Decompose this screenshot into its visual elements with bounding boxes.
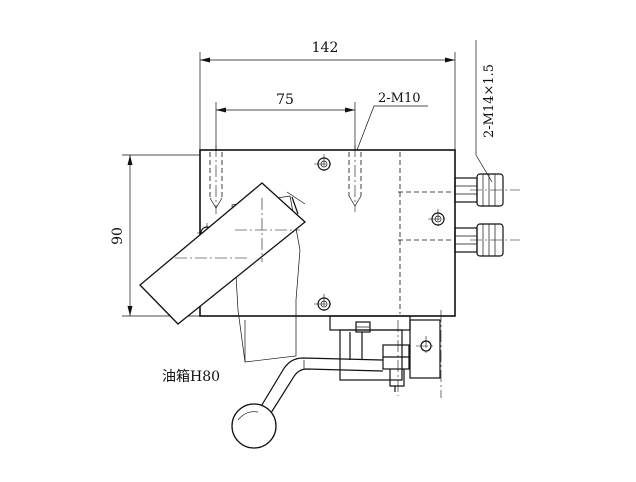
port-fitting-lower — [454, 223, 520, 257]
mount-thread-label: 2-M10 — [378, 91, 421, 106]
lever-ball — [231, 403, 277, 449]
screw-bottom — [314, 294, 334, 314]
port-thread-label: 2-M14×1.5 — [482, 64, 497, 138]
oil-tank-label: 油箱H80 — [162, 369, 220, 385]
callout-mount-thread: 2-M10 — [356, 91, 428, 151]
lever-housing — [139, 182, 307, 363]
callout-port-thread: 2-M14×1.5 — [475, 40, 497, 183]
pump-bracket — [329, 310, 442, 398]
screw-right — [428, 209, 448, 229]
port-fitting-upper — [454, 173, 520, 207]
threaded-hole-right — [348, 145, 362, 212]
threaded-hole-left — [209, 145, 223, 214]
screw-top — [314, 154, 334, 174]
dimension-bolt-spacing: 75 — [215, 92, 356, 150]
bolt-spacing-value: 75 — [276, 92, 294, 108]
hand-lever — [231, 357, 384, 449]
dimension-overall-width: 142 — [199, 40, 456, 150]
overall-width-value: 142 — [312, 40, 339, 56]
height-value: 90 — [110, 227, 126, 245]
